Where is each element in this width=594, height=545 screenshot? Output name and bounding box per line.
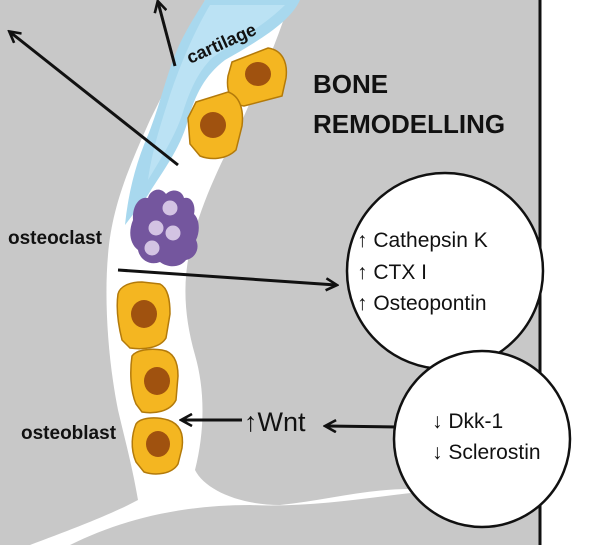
osteoclast-nucleus xyxy=(162,200,178,216)
osteoblast-cell xyxy=(116,281,171,350)
arrow-circle-to-wnt xyxy=(326,426,399,427)
arrow-osteoclast-to-circle xyxy=(117,268,336,285)
osteoclast-label: osteoclast xyxy=(8,228,103,249)
wnt-label: ↑Wnt xyxy=(244,407,306,437)
osteoblast-cell xyxy=(130,348,179,414)
osteoclast-nucleus xyxy=(148,220,164,236)
marker-item-ctx: ↑ CTX I xyxy=(357,261,427,284)
arrow-to-top-left xyxy=(10,32,179,167)
marker-circle-bottom xyxy=(392,349,572,529)
marker-item-cathepsin: ↑ Cathepsin K xyxy=(357,229,488,252)
marker-item-osteopontin: ↑ Osteopontin xyxy=(357,292,487,315)
bone-bottom-band xyxy=(70,490,535,545)
osteoclast-cell xyxy=(130,189,199,267)
title-line-2: REMODELLING xyxy=(313,109,505,139)
arrow-to-top xyxy=(158,2,177,67)
osteoblast-label: osteoblast xyxy=(21,423,117,444)
bone-region-left xyxy=(0,0,205,545)
marker-item-dkk1: ↓ Dkk-1 xyxy=(432,410,503,433)
title-line-1: BONE xyxy=(313,69,388,99)
osteoclast-nucleus xyxy=(165,225,181,241)
marker-item-sclerostin: ↓ Sclerostin xyxy=(432,441,541,464)
osteoblast-cell xyxy=(131,417,184,475)
osteoclast-nucleus xyxy=(144,240,160,256)
cartilage-highlight xyxy=(148,5,285,180)
osteoblast-cell xyxy=(187,91,244,160)
osteoblast-cell xyxy=(226,47,288,107)
